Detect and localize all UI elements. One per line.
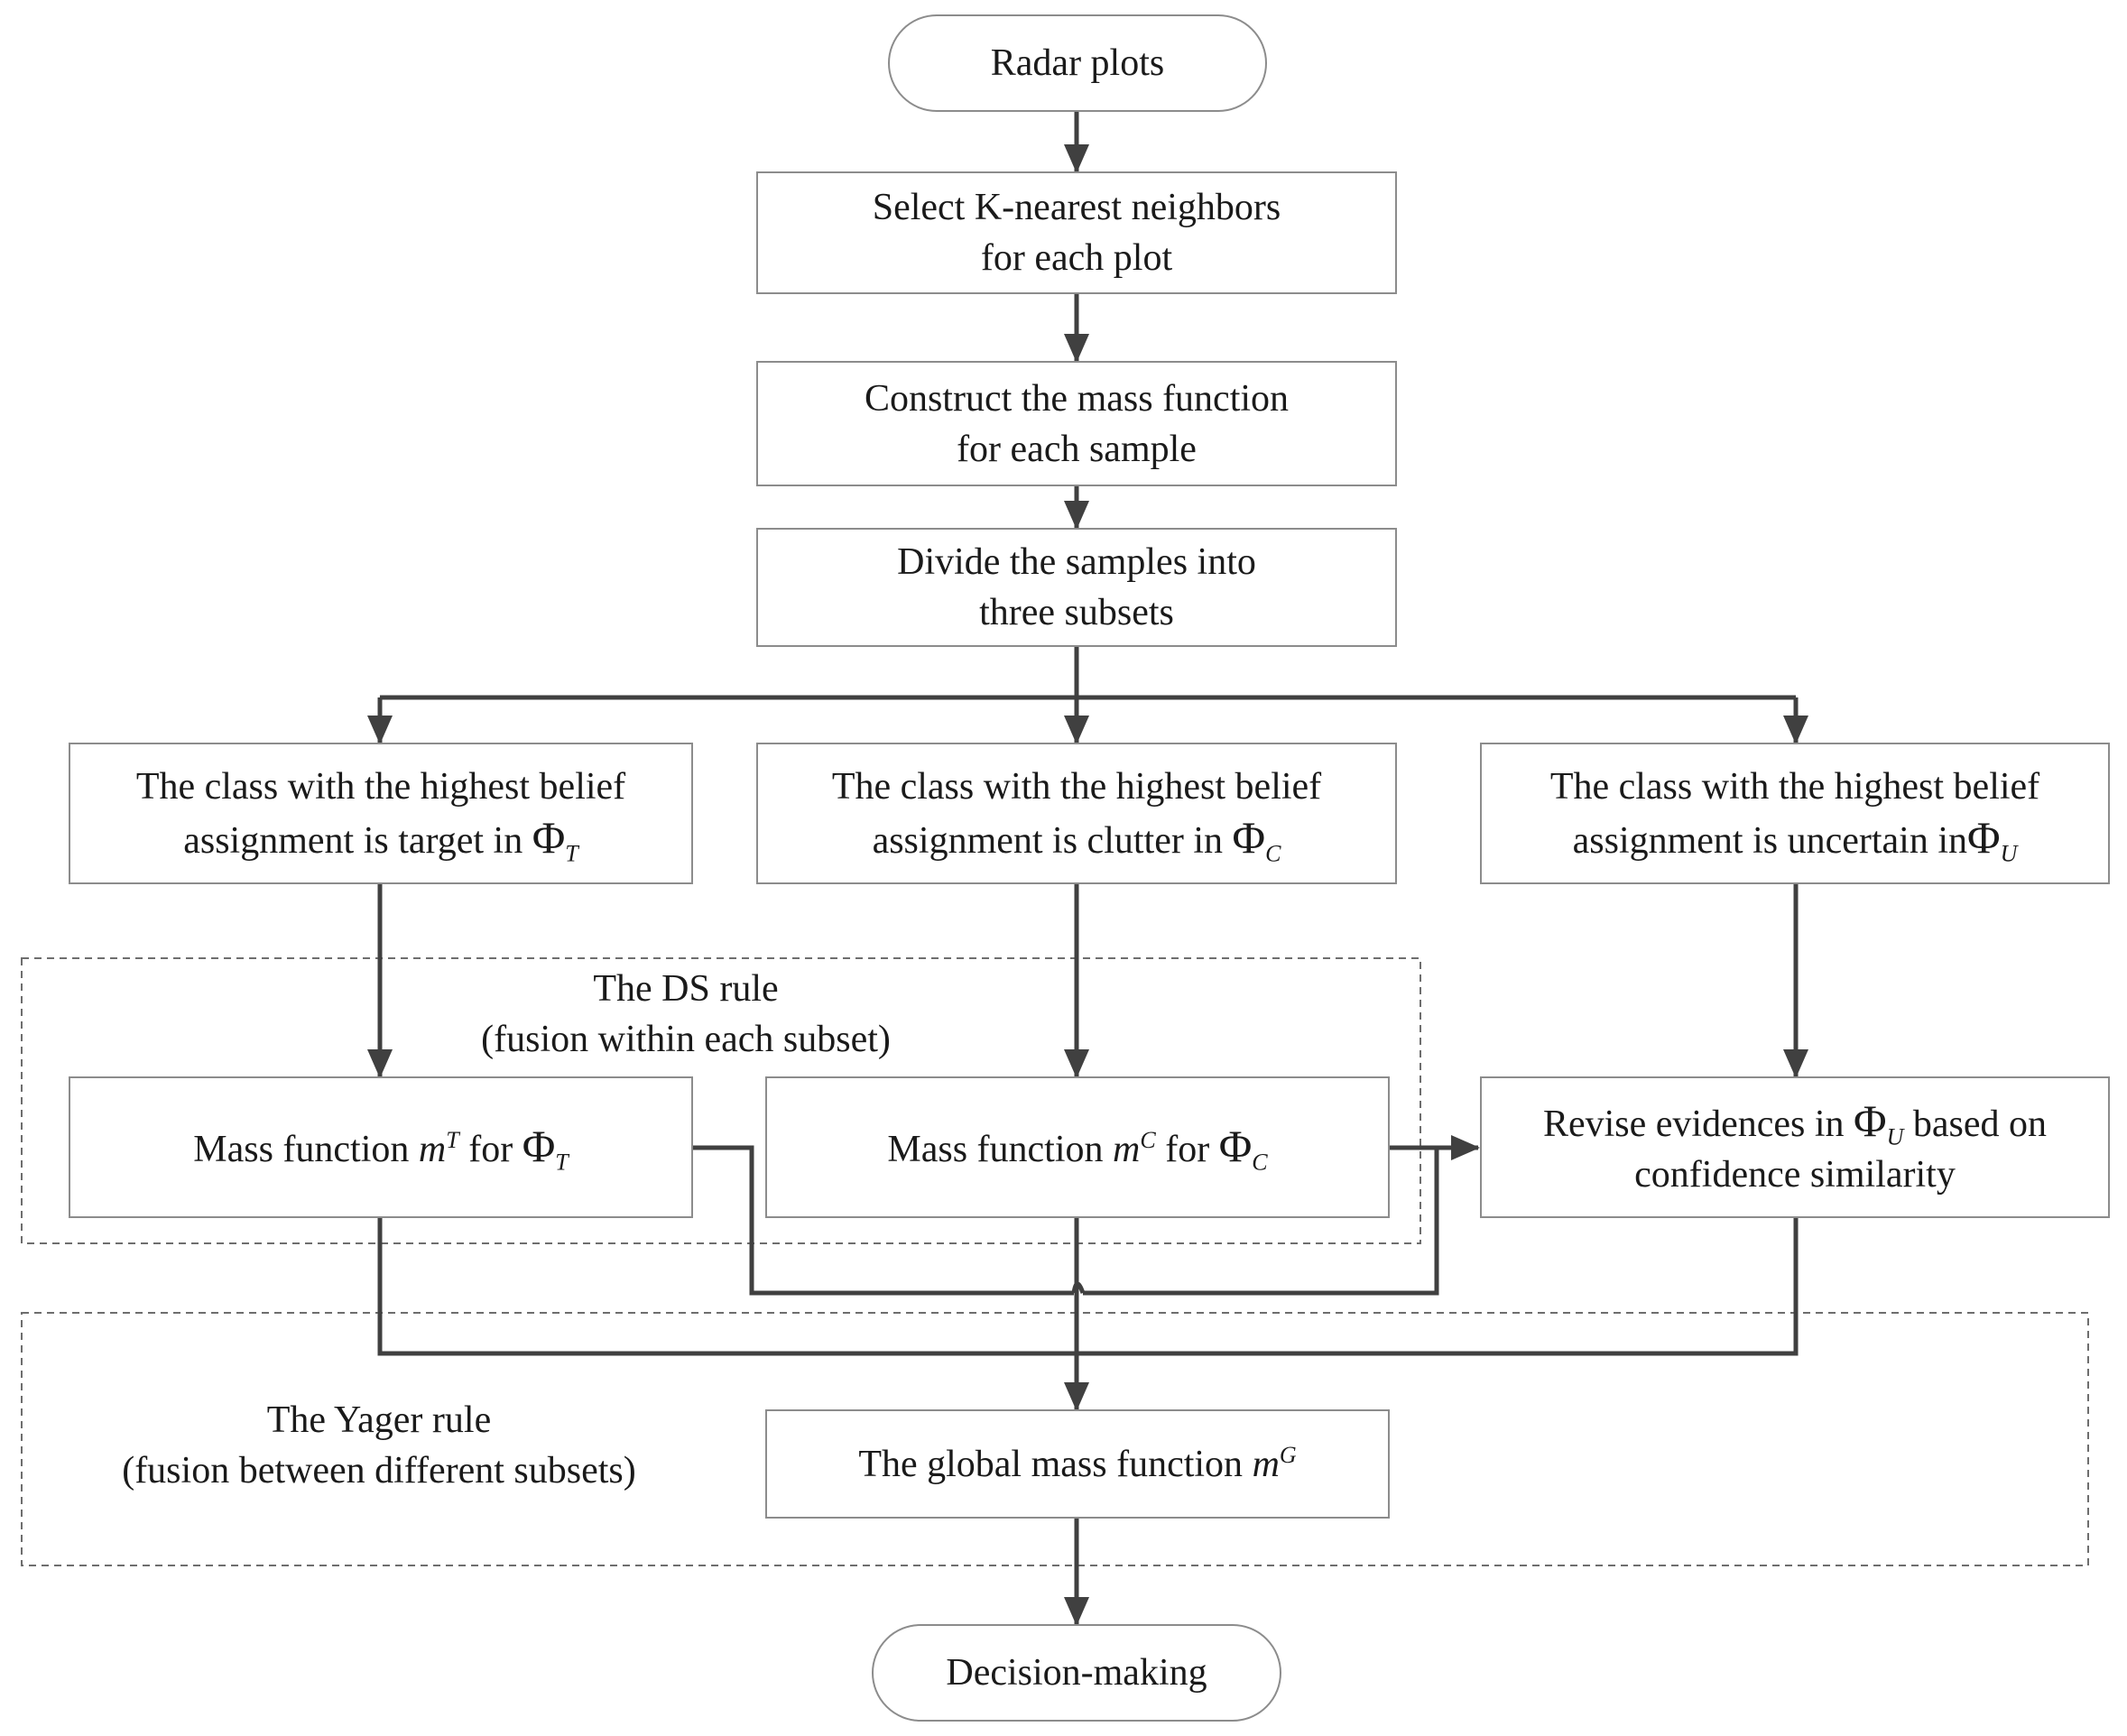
mass-phi-c-symbol: Φ [1218,1120,1253,1171]
m-t-symbol: m [418,1128,447,1170]
mass-phi-t-symbol: Φ [522,1120,556,1171]
global-mass-prefix: The global mass function [858,1443,1244,1485]
end-terminal: Decision-making [872,1624,1281,1722]
class-uncertain-text: assignment is uncertain in [1572,819,1968,862]
select-line-2: for each plot [980,237,1173,279]
class-clutter-text: assignment is clutter in [872,819,1224,862]
m-g-superscript: G [1279,1441,1297,1468]
revise-line-2: confidence similarity [1634,1153,1956,1196]
connector-merge-left [377,1218,1077,1356]
yager-rule-title: The Yager rule [266,1399,492,1441]
mass-phi-c-subscript: C [1252,1148,1268,1175]
construct-mass-box: Construct the mass function for each sam… [756,361,1397,486]
revise-evidences-box: Revise evidences in ΦU based on confiden… [1480,1076,2110,1218]
phi-t-subscript: T [565,839,578,866]
revise-line-1: Revise evidences in ΦU based on [1543,1095,2047,1150]
class-uncertain-box: The class with the highest belief assign… [1480,743,2110,884]
mass-clutter-label: Mass function mC for ΦC [887,1121,1267,1175]
m-c-symbol: m [1113,1128,1141,1170]
class-target-text: assignment is target in [183,819,523,862]
yager-rule-subtitle: (fusion between different subsets) [122,1450,636,1491]
m-g-symbol: m [1252,1443,1280,1485]
select-line-1: Select K-nearest neighbors [872,187,1281,228]
end-label: Decision-making [946,1652,1207,1694]
revise-phi-u-subscript: U [1886,1122,1904,1150]
mass-clutter-for: for [1165,1128,1210,1170]
mass-target-box: Mass function mT for ΦT [69,1076,693,1218]
m-t-superscript: T [446,1126,459,1153]
class-target-line-2: assignment is target in ΦT [183,812,578,866]
m-c-superscript: C [1140,1126,1156,1153]
phi-u-symbol: Φ [1967,811,2001,863]
revise-prefix: Revise evidences in [1542,1103,1845,1145]
class-target-line-1: The class with the highest belief [135,765,626,808]
global-mass-box: The global mass function mG [765,1409,1390,1519]
mass-clutter-box: Mass function mC for ΦC [765,1076,1390,1218]
class-clutter-line-1: The class with the highest belief [831,765,1322,808]
divide-line-1: Divide the samples into [897,541,1256,583]
start-terminal: Radar plots [888,14,1267,112]
yager-rule-label: The Yager rule (fusion between different… [54,1395,704,1496]
class-clutter-box: The class with the highest belief assign… [756,743,1397,884]
class-clutter-line-2: assignment is clutter in ΦC [873,812,1281,866]
class-target-box: The class with the highest belief assign… [69,743,693,884]
connector-target-mass-to-revise [693,1145,1074,1296]
connector-crossover-continue [1083,1148,1439,1296]
revise-suffix: based on [1912,1103,2048,1145]
ds-rule-subtitle: (fusion within each subset) [481,1019,891,1060]
connector-merge-right [1077,1218,1799,1356]
divide-subsets-box: Divide the samples into three subsets [756,528,1397,647]
mass-clutter-prefix: Mass function [887,1128,1104,1170]
mass-phi-t-subscript: T [555,1148,569,1175]
yager-rule-group-border [21,1312,2089,1566]
start-label: Radar plots [990,42,1165,84]
revise-phi-u-symbol: Φ [1854,1094,1887,1146]
construct-line-1: Construct the mass function [864,377,1290,420]
mass-target-for: for [468,1128,513,1170]
mass-target-label: Mass function mT for ΦT [193,1121,568,1175]
phi-u-subscript: U [2000,839,2018,866]
select-neighbors-box: Select K-nearest neighbors for each plot [756,171,1397,294]
ds-rule-group-border [21,957,1421,1244]
global-mass-label: The global mass function mG [858,1439,1296,1490]
class-uncertain-line-1: The class with the highest belief [1549,765,2040,808]
class-uncertain-line-2: assignment is uncertain inΦU [1573,812,2018,866]
mass-target-prefix: Mass function [193,1128,410,1170]
construct-line-2: for each sample [957,428,1197,470]
divide-line-2: three subsets [979,592,1174,633]
phi-c-symbol: Φ [1232,811,1266,863]
ds-rule-title: The DS rule [593,968,779,1010]
phi-t-symbol: Φ [532,811,566,863]
phi-c-subscript: C [1265,839,1281,866]
ds-rule-label: The DS rule (fusion within each subset) [379,964,993,1065]
